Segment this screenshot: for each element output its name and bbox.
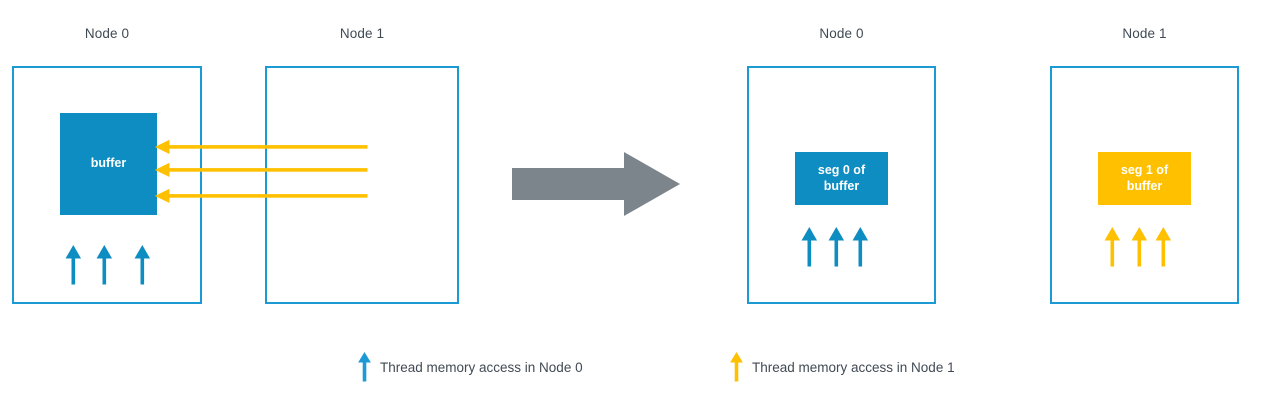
after-node0-segment-block: seg 0 of buffer: [795, 152, 888, 205]
before-node0-label: Node 0: [84, 26, 130, 41]
legend-label-node1: Thread memory access in Node 1: [752, 359, 955, 375]
transform-right-arrow-icon: [512, 152, 680, 216]
up-arrow-icon: [730, 352, 743, 382]
before-node0-buffer-block: buffer: [60, 113, 157, 215]
before-node1-box: [265, 66, 459, 304]
after-node0-segment-line1: seg 0 of: [817, 162, 866, 177]
up-arrow-icon: [1131, 226, 1148, 267]
left-arrow-icon: [154, 162, 368, 177]
before-node1-label: Node 1: [339, 26, 385, 41]
up-arrow-icon: [96, 244, 113, 285]
before-node0-thread-access-arrows: [65, 244, 151, 285]
after-node1-segment-line1: seg 1 of: [1120, 162, 1169, 177]
legend-item-node0: Thread memory access in Node 0: [358, 352, 583, 382]
up-arrow-icon: [1104, 226, 1121, 267]
up-arrow-icon: [852, 226, 869, 267]
up-arrow-icon: [828, 226, 845, 267]
after-node0-thread-access-arrows: [801, 226, 869, 267]
left-arrow-icon: [154, 188, 368, 203]
up-arrow-icon: [134, 244, 151, 285]
legend-item-node1: Thread memory access in Node 1: [730, 352, 955, 382]
up-arrow-icon: [801, 226, 818, 267]
legend-label-node0: Thread memory access in Node 0: [380, 359, 583, 375]
up-arrow-icon: [65, 244, 82, 285]
after-node1-label: Node 1: [1122, 26, 1167, 41]
after-node0-label: Node 0: [819, 26, 864, 41]
remote-memory-access-arrows: [154, 139, 368, 203]
after-node1-segment-block: seg 1 of buffer: [1098, 152, 1191, 205]
after-node0-segment-line2: buffer: [823, 178, 860, 193]
up-arrow-icon: [358, 352, 371, 382]
after-node1-segment-line2: buffer: [1126, 178, 1163, 193]
left-arrow-icon: [154, 139, 368, 154]
up-arrow-icon: [1155, 226, 1172, 267]
before-node0-buffer-label: buffer: [90, 156, 127, 171]
after-node1-thread-access-arrows: [1104, 226, 1172, 267]
